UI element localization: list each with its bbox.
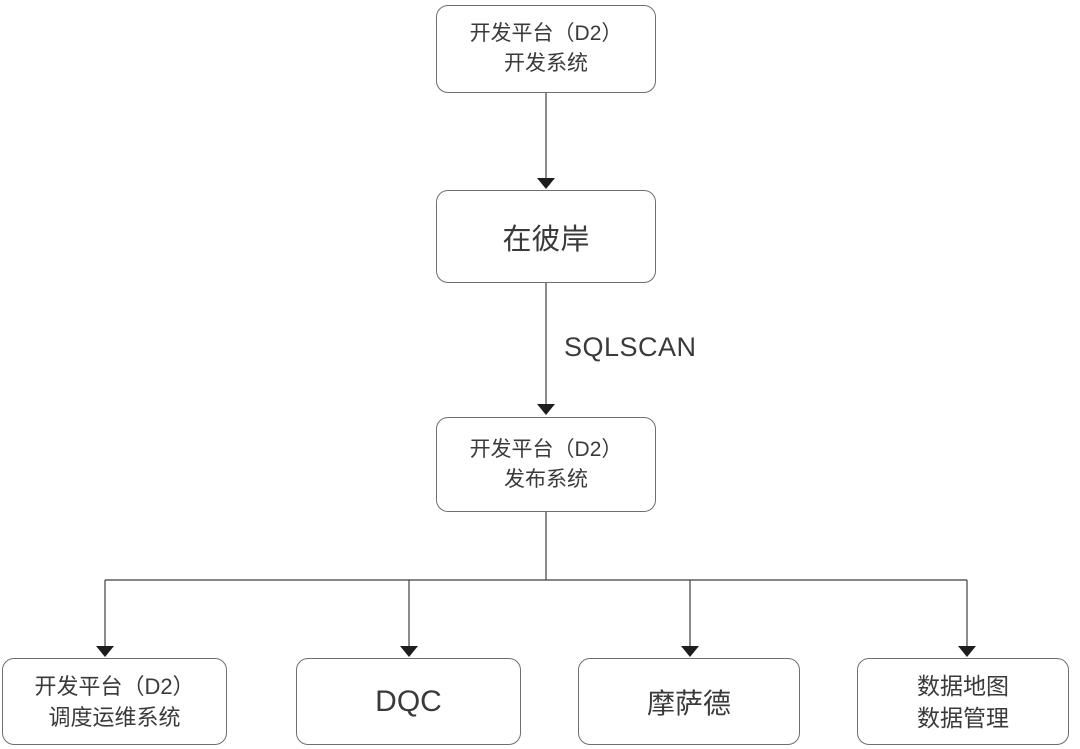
arrowhead-zaibian xyxy=(537,178,555,189)
node-dev-platform-d2-publish-system: 开发平台（D2） 发布系统 xyxy=(436,417,656,512)
node-dev-platform-d2-dev-system: 开发平台（D2） 开发系统 xyxy=(436,5,656,93)
arrowhead-publish xyxy=(537,404,555,415)
arrowhead-mosade xyxy=(681,646,699,657)
node-dqc: DQC xyxy=(296,658,521,745)
node-mosade: 摩萨德 xyxy=(578,658,800,745)
node-data-map-data-management: 数据地图 数据管理 xyxy=(857,658,1069,745)
arrowhead-scheduler xyxy=(96,646,114,657)
edge-label-sqlscan: SQLSCAN xyxy=(564,332,697,362)
arrowhead-data-map xyxy=(958,646,976,657)
node-dev-platform-d2-scheduler-ops-system: 开发平台（D2） 调度运维系统 xyxy=(2,658,227,745)
arrowhead-dqc xyxy=(400,646,418,657)
node-zaibian: 在彼岸 xyxy=(436,190,656,283)
